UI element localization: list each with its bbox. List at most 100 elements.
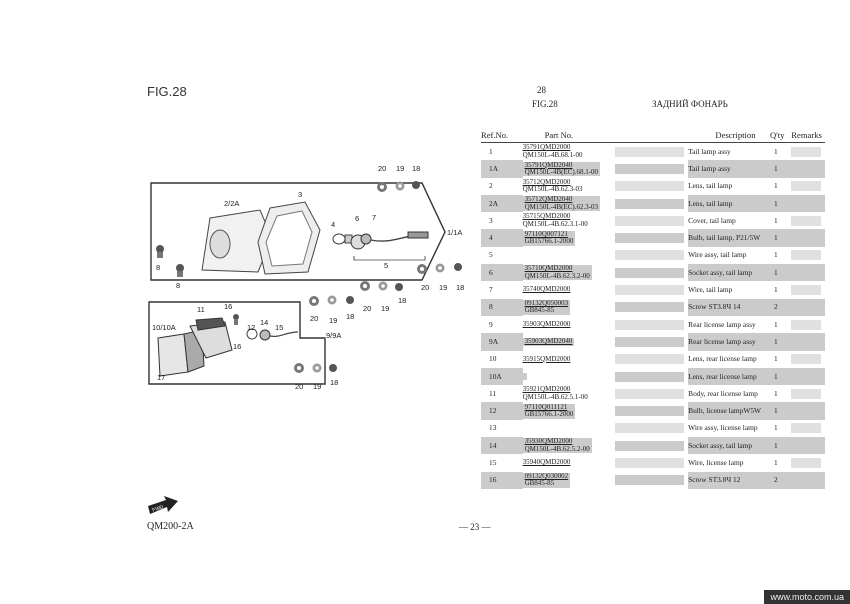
callout-18b: 18 — [456, 283, 464, 292]
ref-cell: 2A — [481, 194, 523, 213]
screw-8-lower — [176, 264, 184, 277]
qty-cell: 1 — [769, 333, 792, 351]
gap-cell — [611, 229, 689, 247]
description-cell: Rear license lamp assy — [688, 319, 756, 329]
callout-17: 17 — [157, 373, 165, 382]
ref-cell: 14 — [481, 437, 523, 455]
part-std: GB15766.1-2000 — [524, 410, 574, 419]
qty-cell: 1 — [773, 457, 778, 467]
callout-7: 7 — [372, 213, 376, 222]
tail-lamp-socket-part — [350, 231, 429, 250]
part-no: 35710QMD2000 — [524, 264, 573, 273]
callout-16: 16 — [224, 302, 232, 311]
remarks-cell — [791, 143, 825, 161]
ref-cell: 3 — [489, 215, 493, 225]
qty-cell: 1 — [769, 264, 792, 282]
remarks-cell — [791, 385, 825, 402]
description-cell: Tail lamp assy — [688, 160, 770, 178]
remarks-cell — [791, 178, 825, 195]
qty-cell: 1 — [773, 354, 778, 364]
remarks-cell — [791, 160, 825, 178]
part-no: 97110Q011121 — [524, 402, 568, 411]
ref-cell: 10A — [481, 367, 523, 386]
callout-19b: 19 — [439, 283, 447, 292]
callout-19e: 19 — [313, 382, 321, 391]
part-no-cell: 35903QMD2040 — [522, 333, 612, 351]
gap-cell — [611, 264, 689, 282]
callout-9: 9/9A — [326, 331, 341, 340]
part-std: GB845-85 — [524, 479, 555, 488]
callout-18c: 18 — [398, 296, 406, 305]
tail-lamp-frame — [150, 182, 446, 281]
part-no: 35740QMD2000 — [522, 285, 571, 294]
ref-cell: 11 — [489, 388, 497, 398]
qty-cell: 1 — [769, 367, 792, 386]
description-cell: Lens, tail lamp — [688, 194, 770, 213]
remarks-cell — [791, 454, 825, 471]
part-no-cell — [523, 420, 612, 437]
gap-cell — [611, 437, 689, 455]
remarks-cell — [791, 264, 825, 282]
remarks-cell — [791, 298, 825, 316]
callout-10: 10/10A — [152, 323, 176, 332]
part-std: GB845-85 — [524, 306, 555, 315]
part-std: QM150L-4B(EC).62.3-03 — [524, 202, 599, 211]
callout-6: 6 — [355, 214, 359, 223]
exploded-diagram: 20 19 18 2/2A 3 6 7 4 1/1A 5 8 8 20 19 1… — [148, 164, 464, 391]
part-no: 35791QMD2000 — [522, 143, 571, 152]
header-ref: Ref.No. — [481, 130, 509, 140]
description-cell: Bulb, license lampW5W — [688, 402, 770, 420]
callout-2: 2/2A — [224, 199, 239, 208]
part-std: QM150L-4B.62.3.1-00 — [522, 219, 588, 228]
description-cell: Screw ST3.8Ч 12 — [688, 471, 770, 489]
gap-cell — [611, 402, 689, 420]
callout-20b: 20 — [421, 283, 429, 292]
ref-cell: 10 — [489, 354, 497, 364]
part-no: 35712QMD2040 — [524, 195, 573, 204]
qty-cell: 1 — [773, 181, 778, 191]
callout-20c: 20 — [363, 304, 371, 313]
part-std: QM150L-4B(EC).68.1-00 — [524, 167, 599, 176]
header-remarks: Remarks — [791, 130, 822, 140]
screw-16 — [233, 314, 239, 325]
gap-cell — [611, 385, 688, 402]
ref-cell: 15 — [489, 457, 497, 467]
callout-8a: 8 — [156, 263, 160, 272]
part-std: QM150L-4B.68.1-00 — [522, 150, 583, 159]
tail-lamp-lens-part — [201, 209, 273, 273]
qty-cell: 1 — [769, 194, 792, 213]
ref-cell: 1A — [481, 160, 523, 178]
part-std: QM150L-4B.62.5.2-00 — [524, 444, 590, 453]
gap-cell — [611, 454, 688, 471]
gap-cell — [611, 367, 689, 386]
callout-19c: 19 — [381, 304, 389, 313]
callout-20: 20 — [378, 164, 386, 173]
remarks-cell — [791, 333, 825, 351]
description-cell: Wire, license lamp — [688, 457, 744, 467]
qty-cell: 1 — [773, 388, 778, 398]
ref-cell: 6 — [481, 264, 523, 282]
callout-16b: 16 — [233, 342, 241, 351]
description-cell: Tail lamp assy — [688, 146, 731, 156]
description-cell: Screw ST3.8Ч 14 — [688, 298, 770, 316]
gap-cell — [611, 420, 688, 437]
part-no-cell — [523, 247, 612, 264]
part-no-cell: 35915QMD2000 — [523, 351, 612, 368]
qty-cell: 1 — [773, 215, 778, 225]
gap-cell — [611, 471, 689, 489]
